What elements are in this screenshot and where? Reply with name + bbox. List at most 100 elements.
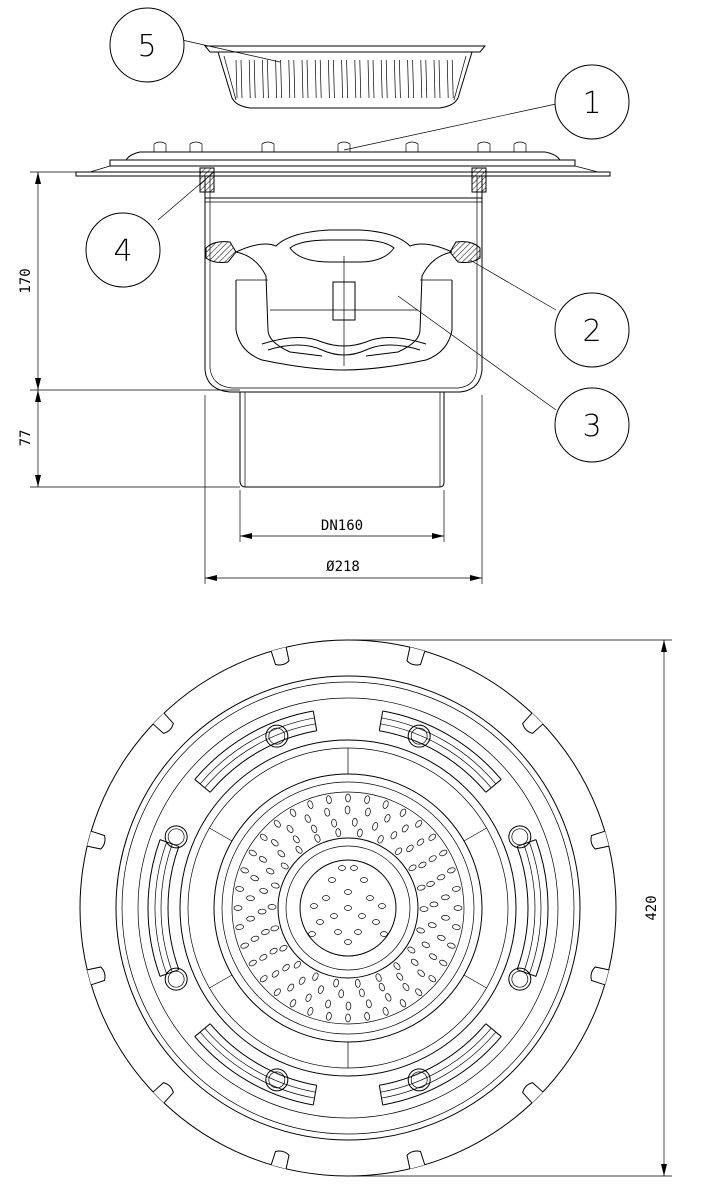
perforation: [441, 894, 450, 901]
perforation: [382, 1007, 389, 1016]
perforation: [314, 834, 321, 843]
perforation: [335, 828, 342, 837]
perforation: [354, 979, 361, 988]
bolt-hole-inner: [410, 727, 428, 745]
plan-view: 420: [79, 639, 672, 1177]
perforation: [345, 1013, 351, 1023]
perforation: [372, 822, 379, 831]
perforation: [286, 825, 294, 833]
perforation: [447, 942, 456, 949]
perforation: [359, 988, 365, 998]
bolt-hole-inner: [268, 1071, 286, 1089]
perforation: [426, 881, 435, 887]
arc-slot: [379, 1023, 487, 1086]
perforation: [259, 833, 268, 841]
arc-slot: [154, 841, 167, 975]
center-hole: [366, 895, 374, 901]
svg-text:170: 170: [18, 268, 34, 293]
gasket-upper-left: [199, 167, 215, 193]
perforation: [325, 999, 331, 1009]
perforation: [419, 906, 429, 912]
arc-slot: [209, 1023, 317, 1086]
rib: [463, 974, 487, 989]
perforation: [324, 807, 331, 817]
perforation: [326, 795, 332, 804]
rib: [209, 974, 233, 989]
odour-trap-insert: [235, 229, 453, 371]
perforation: [399, 808, 407, 817]
flange-notch: [152, 712, 174, 734]
dimension-flange-420: 420: [352, 639, 672, 1177]
arc-slot: [194, 1036, 314, 1106]
perforation: [333, 978, 339, 988]
perforation: [406, 844, 414, 852]
perforation: [439, 849, 448, 857]
svg-text:Ø218: Ø218: [326, 559, 360, 575]
perforation: [428, 975, 437, 983]
dimension-diameter-218: Ø218: [204, 395, 483, 584]
bolt-head: [405, 141, 419, 152]
center-hole: [344, 905, 352, 911]
arc-slot: [529, 841, 542, 975]
perforation: [248, 959, 257, 967]
perforation: [267, 904, 277, 910]
perforation: [375, 973, 382, 982]
center-hole: [380, 931, 388, 937]
basket-slot: [407, 59, 414, 99]
perforation: [289, 808, 297, 817]
arc-slot: [199, 1031, 315, 1099]
balloon-3: 3: [554, 387, 630, 463]
bolt-hole-inner: [268, 727, 286, 745]
arc-slot: [199, 717, 315, 785]
perforation: [447, 867, 456, 874]
bolt-hole: [508, 825, 532, 849]
center-hole: [358, 913, 366, 919]
center-hole: [338, 865, 346, 871]
perforation: [338, 989, 344, 999]
bolt-head: [513, 141, 527, 152]
perforation: [382, 800, 389, 809]
perforation: [270, 925, 280, 932]
basket-slot: [248, 59, 256, 99]
perforation: [377, 835, 384, 844]
perforation: [235, 886, 244, 892]
flange-notch: [406, 1150, 426, 1169]
perforation: [393, 962, 401, 970]
arc-slot-end: [485, 1023, 502, 1037]
leader-lines: [157, 39, 557, 411]
rib: [209, 827, 233, 842]
perforation: [277, 850, 286, 858]
arc-slot: [160, 843, 173, 973]
flange-notch: [87, 966, 106, 986]
flange-notch: [270, 1150, 290, 1169]
center-hole: [350, 865, 358, 871]
perforation: [345, 793, 351, 803]
grate-frame: [75, 141, 611, 177]
perforation: [235, 924, 244, 930]
bolt-hole-inner: [167, 828, 185, 846]
arc-slot-end: [312, 1085, 318, 1106]
perforation: [279, 944, 288, 952]
perforation: [428, 833, 437, 841]
perforation: [452, 924, 461, 930]
seal-ring-left: [205, 241, 237, 263]
bolt-hole: [407, 724, 431, 748]
perforation: [311, 824, 318, 834]
perforation: [416, 884, 426, 891]
bolt-hole-inner: [511, 970, 529, 988]
arc-slot: [379, 730, 487, 793]
bolt-hole: [508, 967, 532, 991]
perforation: [307, 1007, 314, 1016]
perforation: [436, 874, 446, 881]
perforation: [259, 954, 268, 961]
perforation: [452, 886, 461, 892]
perforation: [292, 835, 300, 844]
perforation: [233, 905, 243, 911]
bolt-hole: [265, 724, 289, 748]
dimension-dn160: DN160: [239, 490, 445, 542]
flange-notch: [152, 1082, 174, 1104]
perforation: [312, 972, 319, 981]
arc-slot: [382, 710, 502, 780]
perforation: [258, 856, 267, 863]
rib: [463, 827, 487, 842]
